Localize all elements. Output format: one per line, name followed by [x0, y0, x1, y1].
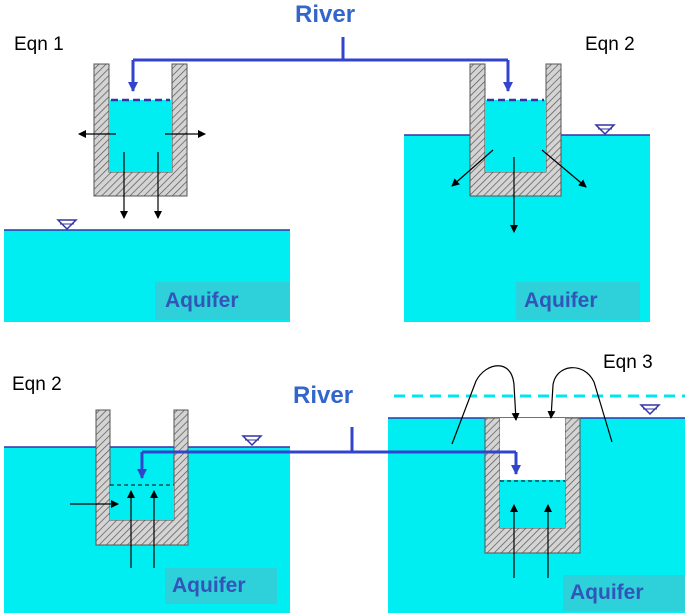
seepage-arrow-diag-right: [541, 149, 587, 188]
aquifer-label-top-right: Aquifer: [524, 289, 598, 312]
panel-bottom-right: Aquifer: [388, 365, 685, 613]
seepage-arrow-diag-left: [451, 149, 494, 187]
eqn-label-top-left: Eqn 1: [14, 34, 64, 55]
overflow-arrow-left: [451, 365, 520, 445]
overflow-arrow-right: [547, 367, 613, 443]
channel-wall-bottom-left: [95, 409, 189, 546]
aquifer-label-top-left: Aquifer: [165, 289, 239, 312]
water-table-symbol-bottom-left: [241, 435, 263, 447]
aquifer-box-top-right: [516, 282, 640, 320]
river-label-bottom: River: [293, 382, 353, 409]
river-connector-bottom: [137, 427, 521, 479]
aquifer-box-bottom-left: [165, 568, 277, 604]
aquifer-label-bottom-left: Aquifer: [172, 574, 246, 597]
river-label-top: River: [295, 1, 355, 28]
water-table-symbol-top-right: [594, 124, 616, 136]
aquifer-box-bottom-right: [563, 575, 685, 611]
panel-bottom-left: Aquifer: [4, 409, 290, 613]
panel-top-left: Aquifer: [4, 63, 290, 322]
eqn-label-bottom-left: Eqn 2: [12, 374, 62, 395]
water-table-symbol-bottom-right: [639, 404, 661, 416]
river-connector-top: [128, 37, 513, 92]
eqn-label-bottom-right: Eqn 3: [603, 352, 653, 373]
eqn-label-top-right: Eqn 2: [585, 34, 635, 55]
river-water-bottom-right-gap: [500, 418, 565, 480]
aquifer-label-bottom-right: Aquifer: [570, 581, 644, 604]
river-water-top-left: [109, 100, 172, 172]
water-table-symbol-top-left: [56, 219, 78, 231]
river-water-bottom-right: [500, 481, 565, 528]
panel-top-right: Aquifer: [404, 63, 650, 322]
river-water-bottom-left: [110, 485, 174, 520]
aquifer-box-top-left: [155, 282, 290, 320]
river-water-top-right: [485, 100, 546, 172]
